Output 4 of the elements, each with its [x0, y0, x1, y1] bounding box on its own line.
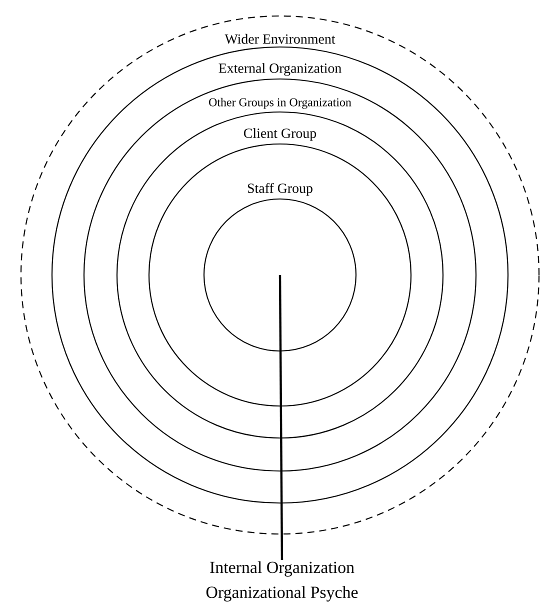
ring: Staff Group	[148, 143, 412, 407]
leader-line	[278, 274, 284, 560]
caption-text: Internal Organization Organizational Psyche	[206, 561, 358, 602]
ring	[203, 198, 357, 352]
